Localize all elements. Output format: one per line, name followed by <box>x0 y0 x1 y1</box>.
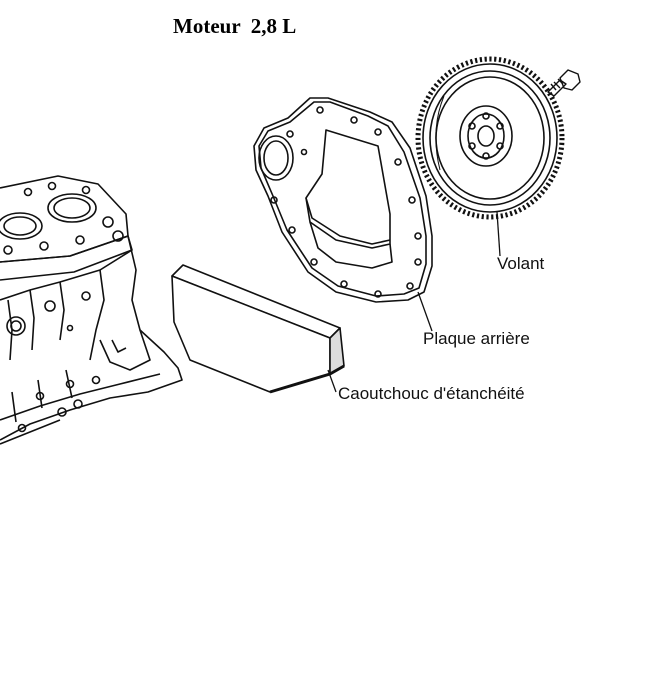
label-caoutchouc-etancheite: Caoutchouc d'étanchéité <box>338 384 525 403</box>
leader-line-caoutchouc <box>328 370 336 392</box>
rubber-seal-illustration <box>172 265 344 392</box>
leader-line-plaque <box>418 292 432 331</box>
rear-plate-illustration <box>254 98 432 302</box>
diagram-title: Moteur 2,8 L <box>173 14 297 38</box>
leader-line-volant <box>497 212 500 256</box>
flywheel-bolt-illustration <box>548 70 580 96</box>
label-plaque-arriere: Plaque arrière <box>423 329 530 348</box>
engine-block-illustration <box>0 176 182 444</box>
leader-lines <box>328 212 500 392</box>
flywheel-illustration <box>418 59 562 217</box>
label-volant: Volant <box>497 254 545 273</box>
